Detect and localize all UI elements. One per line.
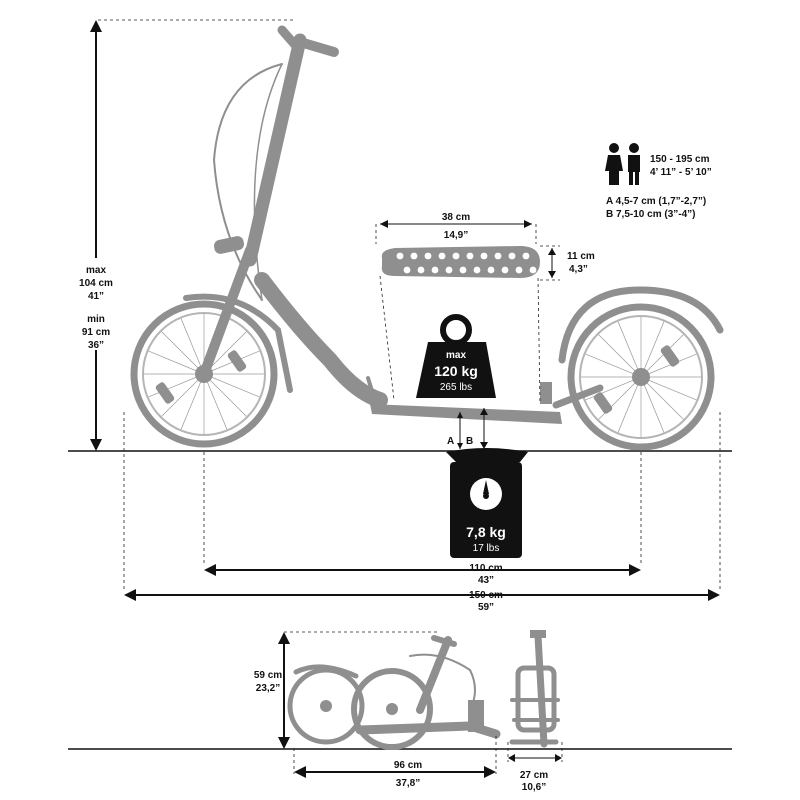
grip-hole: [480, 252, 488, 260]
handlebar-min-cm: 91 cm: [82, 327, 110, 338]
deck-grip-holes: [396, 252, 537, 274]
front-wheel: [130, 300, 278, 448]
max-load-label: max: [446, 350, 466, 361]
handlebar-min-label: min: [87, 314, 105, 325]
wheel-spoke: [161, 373, 205, 417]
wheel-spoke: [585, 353, 642, 378]
wheel-spoke: [180, 318, 205, 375]
folded-scooter-side-view: [287, 635, 501, 750]
rider-height-in: 4’ 11” - 5’ 10”: [650, 167, 712, 178]
grip-hole: [515, 266, 523, 274]
scooter-side-view: [130, 25, 724, 451]
grip-hole: [445, 266, 453, 274]
grip-hole: [410, 252, 418, 260]
wheel-spoke: [640, 334, 684, 378]
folded-width-cm: 27 cm: [520, 770, 548, 781]
steering-column: [243, 33, 307, 267]
total-length-cm: 150 cm: [469, 590, 503, 601]
grip-hole: [459, 266, 467, 274]
scooter-weight-lbs: 17 lbs: [473, 543, 500, 554]
wheel-spoke: [640, 376, 665, 433]
wheel-spoke: [148, 373, 205, 398]
handlebar-max-in: 41”: [88, 291, 104, 302]
scooter-weight-kg: 7,8 kg: [466, 524, 506, 540]
clearance-marker-a: A: [447, 436, 454, 447]
wheel-spoke: [203, 373, 260, 398]
deck-top-view: [381, 246, 540, 278]
wheel-spoke: [617, 376, 642, 433]
grip-hole: [403, 266, 411, 274]
deck-side: [370, 404, 562, 424]
handlebar-min-in: 36”: [88, 340, 104, 351]
folded-length-cm: 96 cm: [394, 760, 422, 771]
grip-hole: [473, 266, 481, 274]
deck-width-in: 4,3”: [569, 264, 588, 275]
rider-pair-icon: [605, 143, 640, 185]
scale-icon: 7,8 kg 17 lbs: [446, 448, 528, 558]
wheel-spoke: [203, 350, 260, 375]
rider-height-cm: 150 - 195 cm: [650, 154, 710, 165]
folding-clamp: [213, 236, 245, 254]
grip-hole: [396, 252, 404, 260]
wheel-spoke: [203, 373, 247, 417]
weight-icon: max 120 kg 265 lbs: [416, 314, 496, 398]
wheel-spoke: [203, 373, 228, 430]
handlebar: [295, 37, 339, 57]
wheel-spoke: [598, 334, 642, 378]
handlebar-max-label: max: [86, 265, 106, 276]
grip-hole: [494, 252, 502, 260]
grip-hole: [508, 252, 516, 260]
rear-fender: [558, 286, 724, 364]
wheel-spoke: [640, 376, 697, 401]
grip-hole: [529, 266, 537, 274]
brake-cable: [213, 63, 283, 301]
grip-hole: [438, 252, 446, 260]
clearance-marker-b: B: [466, 436, 473, 447]
folded-scooter-front-view: [509, 630, 560, 748]
grip-hole: [424, 252, 432, 260]
front-fork: [199, 245, 255, 379]
max-load-lbs: 265 lbs: [440, 382, 472, 393]
wheel-spoke: [161, 331, 205, 375]
grip-hole: [522, 252, 530, 260]
wheel-spoke: [148, 350, 205, 375]
wheel-spoke: [640, 376, 684, 420]
max-load-kg: 120 kg: [434, 363, 478, 379]
wheelbase-cm: 110 cm: [469, 563, 502, 574]
clearance-b-spec: B 7,5-10 cm (3”-4”): [606, 209, 695, 220]
deck-length-cm: 38 cm: [442, 212, 470, 223]
folded-width-in: 10,6”: [522, 782, 546, 793]
deck-length-in: 14,9”: [444, 230, 468, 241]
wheelbase-in: 43”: [478, 575, 494, 586]
wheel-spoke: [640, 321, 665, 378]
handlebar-max-cm: 104 cm: [79, 278, 113, 289]
deck-width-cm: 11 cm: [567, 251, 595, 262]
clearance-a-spec: A 4,5-7 cm (1,7”-2,7”): [606, 196, 706, 207]
rear-wheel: [567, 303, 715, 451]
down-tube: [254, 272, 388, 408]
total-length-in: 59”: [478, 602, 494, 613]
folded-length-in: 37,8”: [396, 778, 420, 789]
front-fender: [183, 293, 293, 393]
grip-hole: [417, 266, 425, 274]
wheel-spoke: [617, 321, 642, 378]
wheel-spoke: [640, 353, 697, 378]
folded-height-cm: 59 cm: [254, 670, 282, 681]
grip-hole: [431, 266, 439, 274]
grip-hole: [487, 266, 495, 274]
grip-hole: [466, 252, 474, 260]
grip-hole: [501, 266, 509, 274]
folded-height-in: 23,2”: [256, 683, 280, 694]
grip-hole: [452, 252, 460, 260]
wheel-spoke: [180, 373, 205, 430]
